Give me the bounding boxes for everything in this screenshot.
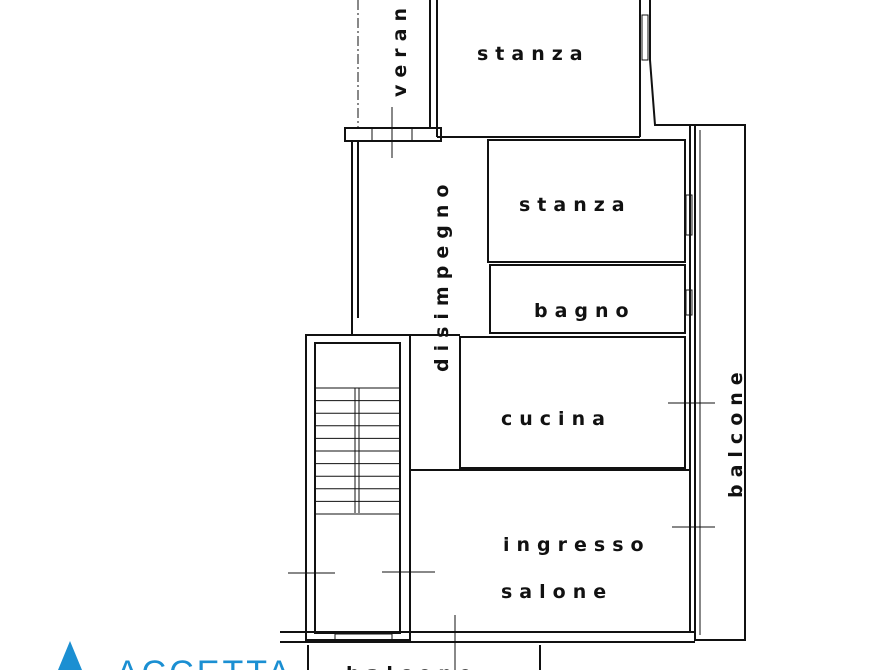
label-balcone-bottom: balcone [346, 663, 479, 670]
balcone-right [694, 124, 746, 641]
label-balcone-right: balcone [725, 365, 747, 498]
label-veranda: veran [389, 1, 411, 97]
bottom-wall [280, 615, 695, 670]
logo-mark-icon [58, 641, 82, 670]
logo-text: ACCETTA [116, 654, 293, 670]
label-ingresso: ingresso [503, 534, 651, 556]
disimpegno [351, 141, 460, 336]
staircase [288, 334, 435, 641]
label-bagno: bagno [534, 300, 636, 322]
label-disimpegno: disimpegno [431, 178, 453, 372]
label-stanza: stanza [519, 194, 632, 216]
veranda [344, 0, 442, 158]
room-stanza-top [437, 0, 695, 138]
label-cucina: cucina [501, 408, 612, 430]
label-salone: salone [501, 581, 613, 603]
accetta-logo: ACCETTA [58, 641, 293, 670]
label-stanza-top: stanza [477, 43, 590, 65]
